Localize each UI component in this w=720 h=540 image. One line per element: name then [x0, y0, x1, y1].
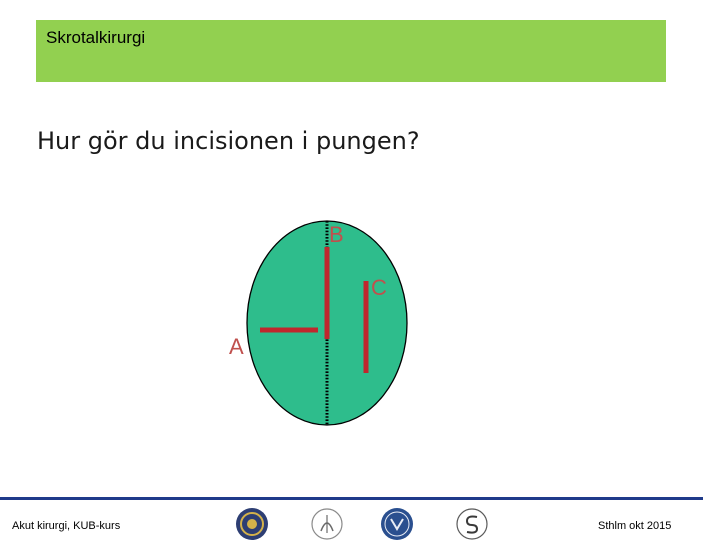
header-bar: Skrotalkirurgi	[36, 20, 666, 82]
label-a: A	[229, 334, 244, 359]
footer-date-label: Sthlm okt 2015	[598, 520, 672, 532]
label-c: C	[371, 275, 387, 300]
label-b: B	[329, 222, 344, 247]
footer-divider	[0, 497, 703, 500]
emblem-logo-4	[456, 508, 488, 540]
question-text: Hur gör du incisionen i pungen?	[37, 127, 420, 155]
emblem-logo-3	[381, 508, 413, 540]
footer-course-label: Akut kirurgi, KUB-kurs	[12, 520, 121, 532]
emblem-logo-1	[236, 508, 268, 540]
slide-title: Skrotalkirurgi	[46, 28, 146, 47]
emblem-logo-2	[311, 508, 343, 540]
